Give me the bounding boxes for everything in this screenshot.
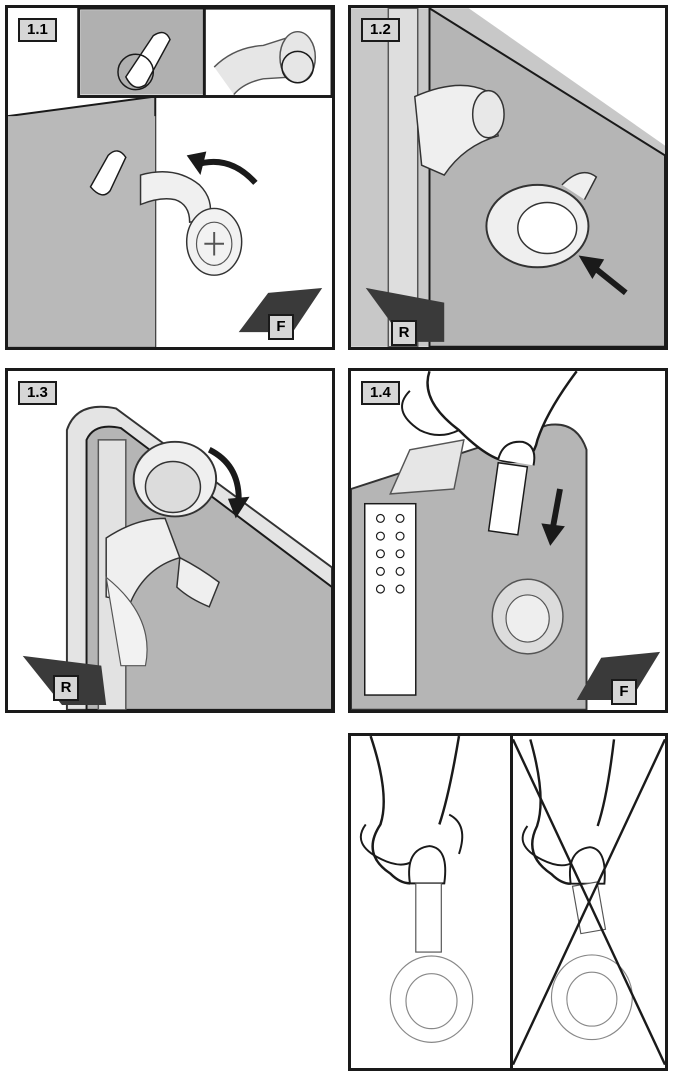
grip-incorrect-illustration bbox=[513, 736, 665, 1068]
grip-incorrect-panel bbox=[510, 733, 668, 1071]
step-label: 1.4 bbox=[361, 381, 400, 405]
grip-correct-panel bbox=[348, 733, 512, 1071]
step-1-3-illustration bbox=[8, 371, 332, 710]
direction-label: R bbox=[53, 675, 79, 701]
step-label: 1.3 bbox=[18, 381, 57, 405]
direction-label: F bbox=[268, 314, 294, 340]
step-label: 1.1 bbox=[18, 18, 57, 42]
grip-correct-illustration bbox=[351, 736, 512, 1068]
direction-label: F bbox=[611, 679, 637, 705]
step-1-3-panel: 1.3 R bbox=[5, 368, 335, 713]
direction-label: R bbox=[391, 320, 417, 346]
step-1-1-panel: 1.1 F bbox=[5, 5, 335, 350]
step-1-2-panel: 1.2 R bbox=[348, 5, 668, 350]
step-1-4-illustration bbox=[351, 371, 665, 710]
step-1-4-panel: 1.4 F bbox=[348, 368, 668, 713]
step-1-1-illustration bbox=[8, 8, 332, 347]
step-label: 1.2 bbox=[361, 18, 400, 42]
step-1-2-illustration bbox=[351, 8, 665, 347]
